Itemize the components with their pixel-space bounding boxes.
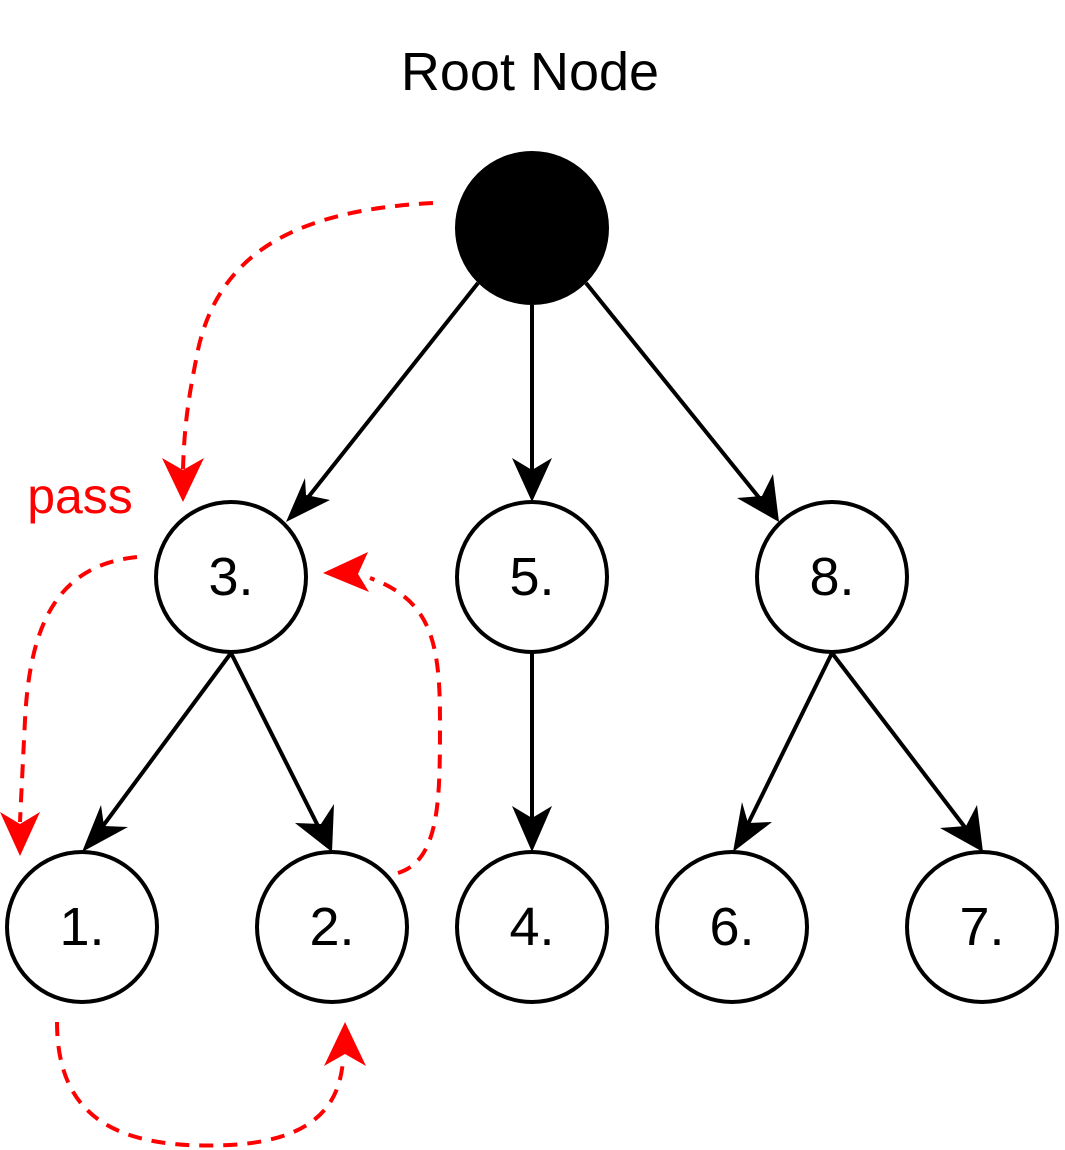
edge-8-7 [830,651,969,832]
arrowhead-3 [286,478,330,522]
node-5-label: 5. [509,547,554,607]
traversal-arrowhead-1 [0,812,40,856]
arrowhead-5 [512,458,552,502]
traversal-arrowhead-2 [324,1022,366,1066]
edge-root-3 [300,281,480,507]
arrowhead-4 [512,806,552,852]
node-3-label: 3. [208,547,253,607]
edge-3-1 [98,651,233,832]
traversal-arrowhead-3 [162,458,204,502]
arrowhead-1 [82,805,128,852]
node-1-label: 1. [59,897,104,957]
node-8: 8. [755,500,909,654]
tree-edges [98,281,969,832]
pass-label: pass [27,468,133,524]
traversal-paths [0,201,443,1148]
tree-arrowheads [82,458,983,852]
arrowhead-2 [295,804,334,852]
node-4: 4. [455,850,609,1004]
arrowhead-7 [940,805,983,852]
edge-3-2 [229,652,322,831]
node-6-label: 6. [709,897,754,957]
traversal-root-to-3 [181,201,434,471]
edge-8-6 [743,652,834,831]
node-7: 7. [905,850,1059,1004]
node-2-label: 2. [309,897,354,957]
root-node [455,151,609,305]
traversal-3-to-1 [18,555,138,823]
tree-nodes: 3. 5. 8. 1. 2. 4. [5,151,1059,1004]
node-7-label: 7. [959,897,1004,957]
node-5: 5. [455,500,609,654]
traversal-arrowhead-3b [323,552,369,592]
arrowhead-8 [737,474,779,522]
edge-root-8 [584,281,767,507]
node-6: 6. [655,850,809,1004]
arrowhead-6 [733,802,772,852]
node-8-label: 8. [809,547,854,607]
traversal-2-to-3 [369,576,443,875]
traversal-1-to-2 [55,1021,345,1148]
node-1: 1. [5,850,159,1004]
node-4-label: 4. [509,897,554,957]
root-node-title: Root Node [401,42,659,102]
node-3: 3. [154,500,308,654]
node-2: 2. [255,850,409,1004]
